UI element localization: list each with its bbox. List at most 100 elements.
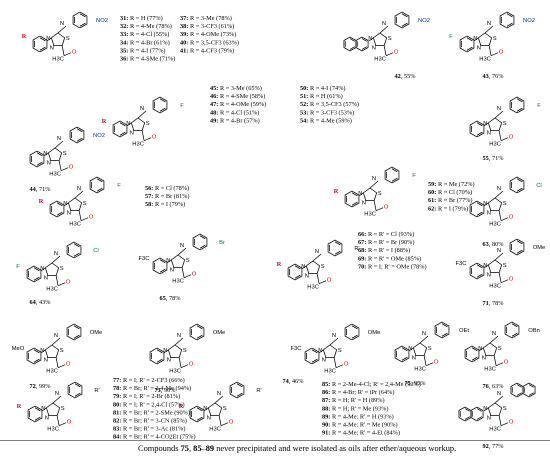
n-aryl-bond bbox=[483, 407, 489, 412]
nitrogen-atom: N bbox=[318, 348, 322, 354]
compound-number: 66: bbox=[358, 231, 368, 238]
sulfur-atom: S bbox=[66, 36, 70, 42]
aryl-substituent: Cl bbox=[536, 183, 541, 189]
imine-bond bbox=[74, 190, 84, 199]
nitrogen-atom: N bbox=[67, 211, 71, 217]
methyl-group: H3C bbox=[132, 142, 144, 148]
aryl-ring bbox=[434, 321, 450, 339]
aryl-ring-double bbox=[159, 107, 166, 112]
acetyl-bond bbox=[316, 273, 320, 284]
n-aryl-bond bbox=[368, 37, 374, 42]
aryl-ring-double bbox=[391, 177, 398, 182]
compound-yield: (81%) bbox=[164, 393, 180, 400]
methyl-group: H3C bbox=[172, 279, 184, 285]
oxygen-atom: O bbox=[72, 50, 77, 56]
acetyl-bond bbox=[493, 355, 497, 366]
compound-entry: 57: R = Br (81%) bbox=[145, 193, 190, 200]
aryl-ring bbox=[499, 11, 515, 29]
aryl-ring bbox=[509, 96, 525, 114]
compound-number: 59: bbox=[428, 181, 438, 188]
aryl-substituent: OMe bbox=[533, 245, 546, 251]
n-aryl-ring-double bbox=[34, 407, 41, 412]
n-aryl-ring-double bbox=[471, 347, 478, 352]
compound-yield: (75%) bbox=[180, 434, 196, 441]
compound-entry: 50: R = 4-I (74%) bbox=[300, 85, 346, 92]
sulfur-atom: S bbox=[183, 348, 187, 354]
methyl-group: H3C bbox=[209, 427, 221, 433]
compound-number: 87: bbox=[322, 397, 332, 404]
carbonyl-bond bbox=[60, 167, 69, 172]
methyl-group: H3C bbox=[47, 427, 59, 433]
n-aryl-substituent: R bbox=[102, 118, 107, 125]
compound-yield: (57%) bbox=[244, 117, 260, 124]
imine-bond bbox=[379, 25, 389, 34]
n-aryl-bond bbox=[126, 122, 132, 127]
compound-entry: 47: R = 4-OMe (59%) bbox=[210, 101, 266, 108]
imine-bond bbox=[494, 190, 504, 199]
imine-nitrogen: N bbox=[140, 106, 144, 112]
nitrogen-atom: N bbox=[47, 161, 51, 167]
aryl-substituent: F bbox=[412, 173, 416, 179]
oxygen-atom: O bbox=[434, 360, 439, 366]
aryl-ring-double bbox=[441, 323, 448, 328]
compound-entry: 39: R = 4-OMe (73%) bbox=[180, 31, 236, 38]
compound-entry: 49: R = 4-Br (57%) bbox=[210, 117, 260, 124]
n-aryl-ring-double bbox=[119, 122, 126, 127]
naphthyl-ring-double bbox=[361, 46, 367, 50]
compound-substituents: R = 4-Br bbox=[220, 117, 244, 124]
aryl-substituent: R' bbox=[354, 246, 359, 252]
n-aryl-substituent: R bbox=[334, 188, 339, 195]
compound-number: 45: bbox=[210, 85, 220, 92]
methyl-group: H3C bbox=[489, 142, 501, 148]
carbonyl-bond bbox=[63, 52, 72, 57]
sulfur-atom: S bbox=[503, 406, 507, 412]
oxygen-atom: O bbox=[229, 420, 234, 426]
nitrogen-atom: N bbox=[163, 348, 167, 354]
aryl-ring-double bbox=[199, 235, 206, 240]
naphthyl-ring-double bbox=[349, 46, 355, 50]
aryl-ring-double bbox=[73, 243, 80, 248]
methyl-group: H3C bbox=[307, 285, 319, 291]
imine-bond bbox=[494, 110, 504, 119]
compound-number: 52: bbox=[300, 101, 310, 108]
compound-substituents: R = H; R' = Me bbox=[332, 405, 373, 412]
oxygen-atom: O bbox=[66, 362, 71, 368]
aryl-substituent: R' bbox=[256, 388, 261, 394]
compound-number: 64 bbox=[30, 299, 37, 306]
aryl-substituent: Br bbox=[219, 240, 225, 246]
imine-nitrogen: N bbox=[487, 21, 491, 27]
acetyl-bond bbox=[423, 355, 427, 366]
methyl-group: H3C bbox=[46, 287, 58, 293]
compound-entry: 33: R = 4-Cl (55%) bbox=[120, 31, 169, 38]
oxygen-atom: O bbox=[509, 135, 514, 141]
compound-number: 80: bbox=[113, 401, 123, 408]
n-aryl-ring bbox=[394, 345, 410, 363]
compound-entry: 87: R = H; R' = H (89%) bbox=[322, 397, 385, 404]
n-aryl-ring bbox=[464, 345, 480, 363]
compound-number: 92 bbox=[483, 443, 489, 450]
compound-entry: 58: R = I (79%) bbox=[145, 201, 185, 208]
aryl-ring-double bbox=[74, 383, 81, 388]
n-aryl-ring bbox=[112, 120, 128, 138]
n-aryl-bond bbox=[63, 202, 69, 207]
imine-nitrogen: N bbox=[180, 243, 184, 249]
imine-bond bbox=[57, 25, 67, 34]
compound-yield: (94%) bbox=[175, 385, 191, 392]
thiadiazole-ring bbox=[477, 32, 493, 47]
compound-yield: , 71% bbox=[489, 155, 504, 162]
oxygen-atom: O bbox=[509, 215, 514, 221]
compound-substituents: R = 4-SMe bbox=[220, 93, 250, 100]
compound-number: 40: bbox=[180, 39, 190, 46]
compound-number: 41: bbox=[180, 47, 190, 54]
carbonyl-bond bbox=[220, 422, 229, 427]
imine-bond bbox=[54, 140, 64, 149]
compound-yield: , 71% bbox=[36, 186, 51, 193]
n-aryl-substituent: R bbox=[17, 403, 22, 410]
thiadiazole-ring bbox=[130, 117, 146, 132]
n-aryl-bond bbox=[43, 152, 49, 157]
carbonyl-bond bbox=[375, 207, 384, 212]
